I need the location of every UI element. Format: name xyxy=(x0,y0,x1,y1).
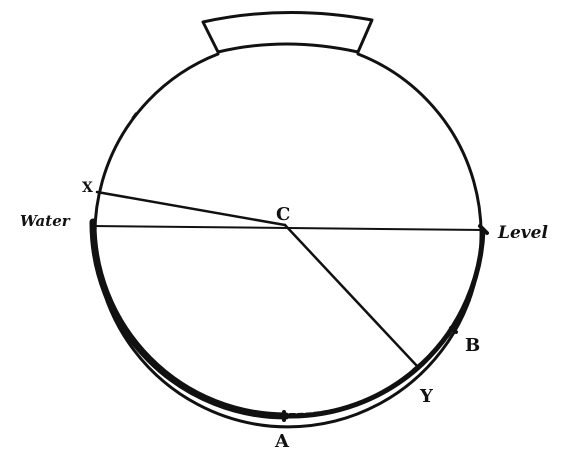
submerged-wall xyxy=(89,218,290,420)
label-center: C xyxy=(276,204,290,225)
label-x: X xyxy=(82,180,93,196)
label-water: Water xyxy=(20,212,71,230)
band-y-b xyxy=(419,299,471,367)
label-level: Level xyxy=(497,223,548,243)
band-a-y xyxy=(289,368,417,416)
tick-left xyxy=(131,112,138,120)
label-b: B xyxy=(465,335,480,356)
flask-body xyxy=(93,52,483,429)
label-y: Y xyxy=(419,386,434,407)
tick-b xyxy=(449,326,458,334)
radius-cx xyxy=(95,190,287,227)
tick-level xyxy=(478,224,489,235)
flask-neck xyxy=(201,11,374,54)
radius-cy xyxy=(283,223,419,368)
label-a: A xyxy=(274,431,290,452)
tick-y xyxy=(412,363,422,372)
